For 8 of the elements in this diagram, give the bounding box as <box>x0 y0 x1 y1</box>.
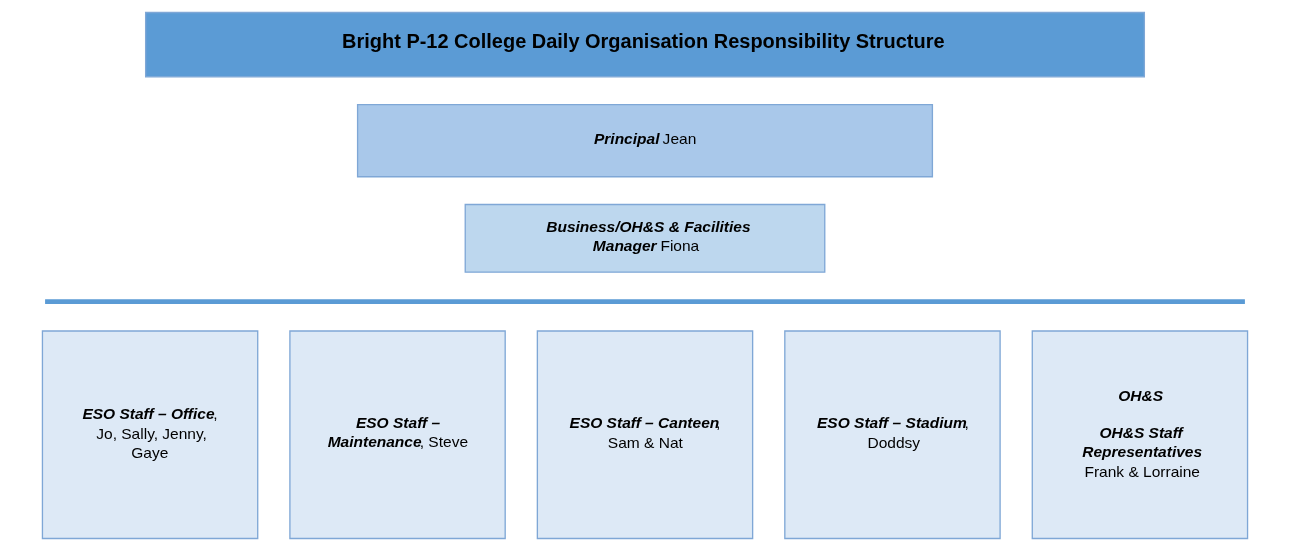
node-box: Principal Jean <box>356 103 934 178</box>
node-box: ESO Staff – Office, Jo, Sally, Jenny, Gaye <box>41 330 259 540</box>
node-box: ESO Staff – Canteen, Sam & Nat <box>536 330 754 540</box>
node-box: OH&S OH&S Staff Representatives Frank & Lorraine <box>1031 330 1249 540</box>
node-box: Business/OH&S & Facilities Manager Fiona <box>464 203 826 273</box>
node-box: ESO Staff – Maintenance, Steve <box>289 330 506 540</box>
node-box: Bright P-12 College Daily Organisation Responsibility Structure <box>144 11 1146 78</box>
node-box: ESO Staff – Stadium, Doddsy <box>784 330 1001 540</box>
